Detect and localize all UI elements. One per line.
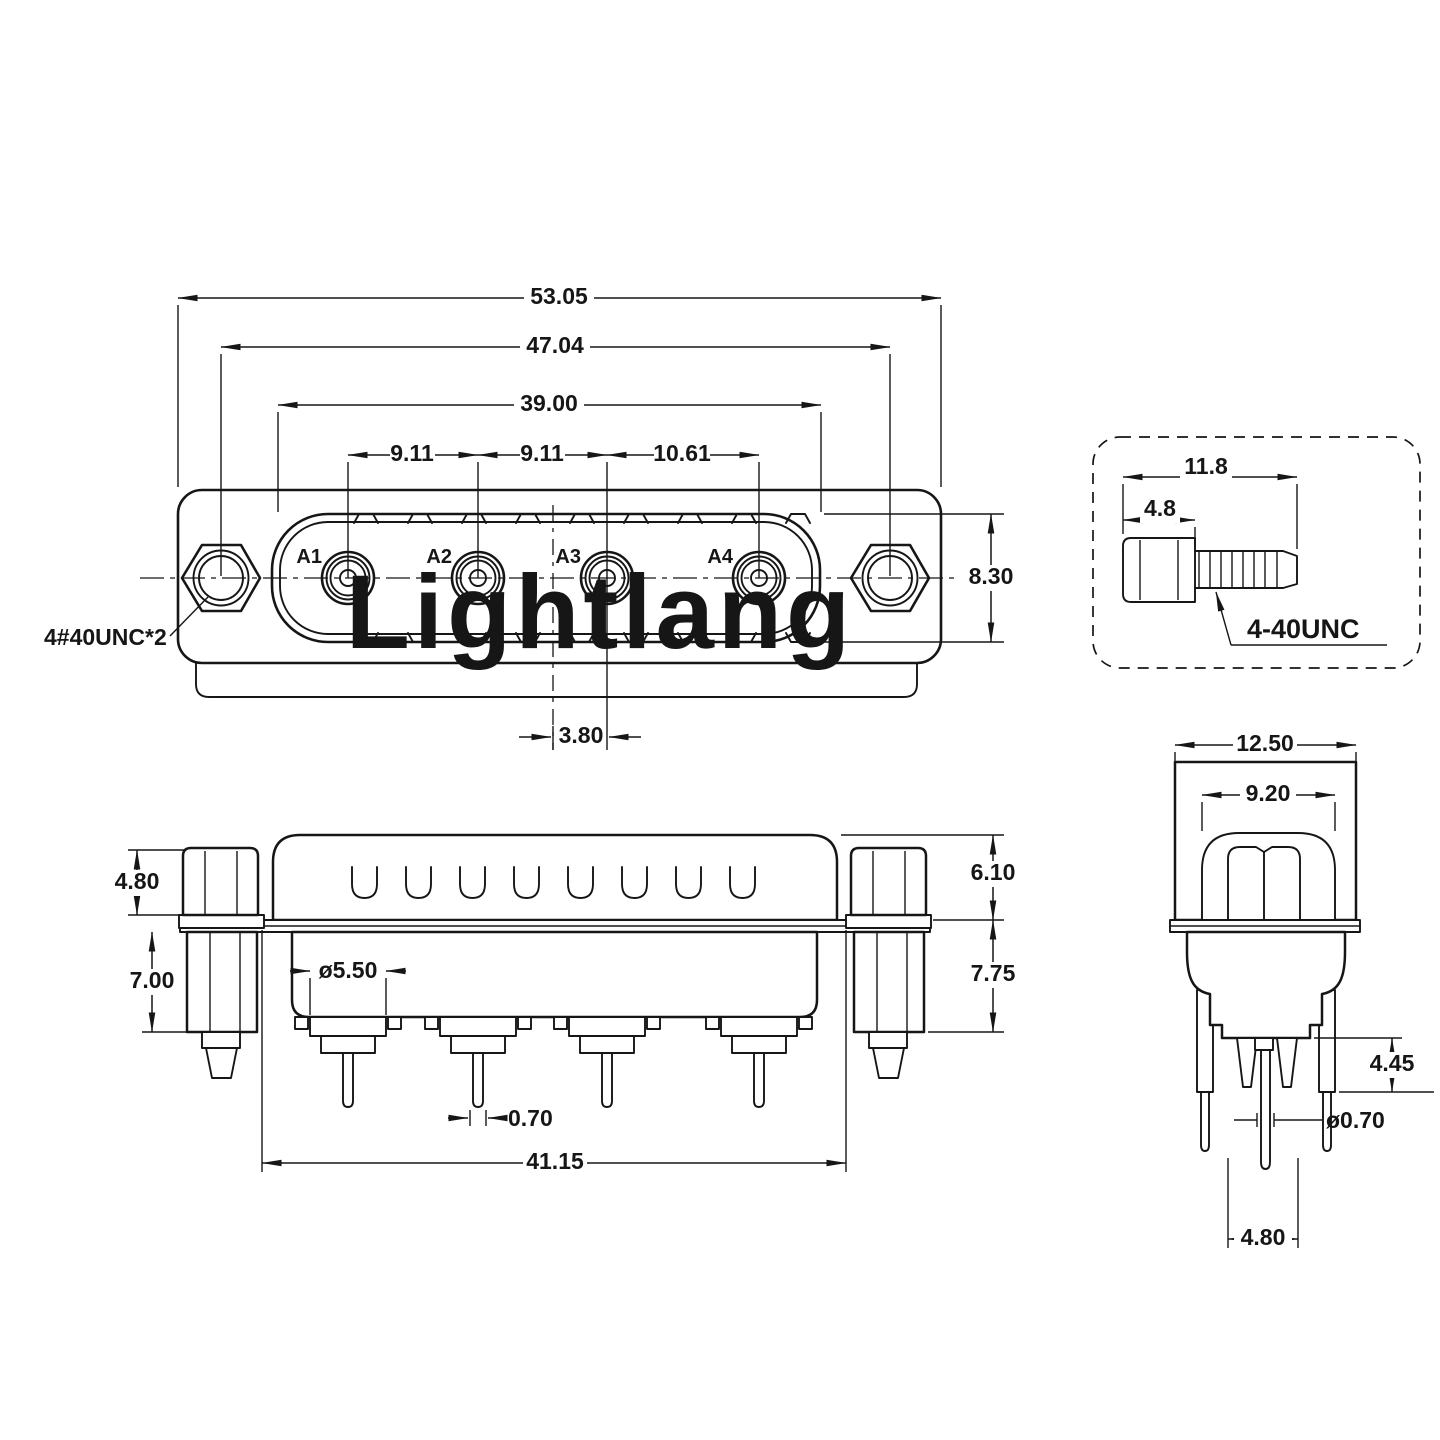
side-view: 4.80 7.00 ø5.50 0.70 41.15 6.10 bbox=[109, 833, 1022, 1176]
center-pin bbox=[1260, 1049, 1271, 1170]
thread-ribs bbox=[1198, 551, 1278, 588]
contact-a3-label: A3 bbox=[555, 546, 581, 568]
mounting-flange-side bbox=[179, 919, 931, 933]
coax-pin-tip-right bbox=[1276, 1037, 1298, 1088]
dim-screw-total-length: 11.8 bbox=[1184, 453, 1228, 479]
contact-insulators-and-pins bbox=[294, 1016, 813, 1108]
insert-notches-bottom bbox=[353, 632, 811, 643]
shell-body-side bbox=[271, 833, 839, 922]
dim-total-width: 53.05 bbox=[530, 283, 588, 309]
thread-tip bbox=[1282, 550, 1298, 589]
watermark-text: Lightlang bbox=[346, 554, 854, 671]
insert-notches-top bbox=[353, 513, 811, 524]
dim-pin-width: 0.70 bbox=[508, 1105, 553, 1131]
dim-shell-width: 39.00 bbox=[520, 390, 578, 416]
jack-screw-left-side bbox=[178, 846, 265, 1079]
end-view: 12.50 9.20 4.45 ø0.70 4.80 bbox=[1169, 730, 1434, 1252]
dim-pitch-a3-a4: 10.61 bbox=[653, 440, 711, 466]
end-view-dimensions: 12.50 9.20 4.45 ø0.70 4.80 bbox=[1174, 730, 1434, 1252]
jack-screw-right-side bbox=[845, 846, 932, 1079]
dim-pin-dia: ø0.70 bbox=[1326, 1107, 1385, 1133]
contact-a2-label: A2 bbox=[426, 546, 452, 568]
jack-screw-drawing bbox=[1122, 537, 1298, 603]
dim-insulator-dia: ø5.50 bbox=[319, 957, 378, 983]
side-view-dimensions: 4.80 7.00 ø5.50 0.70 41.15 6.10 bbox=[109, 834, 1022, 1176]
dim-screw-head-length: 4.8 bbox=[1144, 495, 1176, 521]
contact-a1-label: A1 bbox=[296, 546, 322, 568]
thread-label: 4-40UNC bbox=[1247, 614, 1360, 644]
dim-pitch-a2-a3: 9.11 bbox=[520, 440, 564, 466]
screw-note: 4#40UNC*2 bbox=[44, 624, 167, 650]
insert-outer-outline bbox=[270, 512, 822, 644]
mounting-flange-end bbox=[1169, 919, 1361, 933]
screw-detail-dimensions: 11.8 4.8 4-40UNC bbox=[1122, 453, 1387, 646]
dim-mouth-width: 9.20 bbox=[1246, 780, 1291, 806]
screw-head bbox=[1122, 537, 1196, 603]
contact-slots bbox=[351, 866, 756, 899]
dim-shell-top-height: 6.10 bbox=[971, 859, 1016, 885]
screw-note-leader bbox=[169, 596, 209, 637]
dim-rear-height: 7.75 bbox=[971, 960, 1016, 986]
coax-pin-tip-left bbox=[1236, 1037, 1258, 1088]
dim-pin-span: 4.80 bbox=[1241, 1224, 1286, 1250]
center-pin-base bbox=[1254, 1037, 1274, 1051]
dim-tail-length: 4.45 bbox=[1370, 1050, 1415, 1076]
screw-detail-view: 11.8 4.8 4-40UNC bbox=[1092, 436, 1421, 669]
insulator-turret-end bbox=[1185, 930, 1347, 1040]
insert-inner-outline bbox=[279, 521, 813, 635]
contact-a4-label: A4 bbox=[707, 546, 733, 568]
front-view: A1 A2 A3 A4 bbox=[44, 283, 1025, 750]
dim-screw-head-height: 4.80 bbox=[115, 868, 160, 894]
thread-label-leader bbox=[1215, 591, 1232, 646]
dim-shell-height: 8.30 bbox=[969, 563, 1014, 589]
front-view-dimensions: 53.05 47.04 39.00 9.11 9.11 10.61 bbox=[44, 283, 1025, 750]
dim-mount-span: 47.04 bbox=[526, 332, 584, 358]
dim-pitch-a1-a2: 9.11 bbox=[390, 440, 434, 466]
thin-pin-right bbox=[1322, 1091, 1332, 1152]
dim-center-to-a3: 3.80 bbox=[559, 722, 604, 748]
dim-screw-bush-height: 7.00 bbox=[130, 967, 175, 993]
thread-body bbox=[1194, 550, 1284, 589]
dim-housing-width: 41.15 bbox=[526, 1148, 584, 1174]
thin-pin-left bbox=[1200, 1091, 1210, 1152]
detail-boundary-box bbox=[1092, 436, 1421, 669]
dim-end-shell-width: 12.50 bbox=[1236, 730, 1294, 756]
rear-housing-lip bbox=[195, 662, 918, 698]
flange-outline bbox=[176, 488, 943, 665]
jack-screw-end bbox=[1227, 846, 1301, 921]
